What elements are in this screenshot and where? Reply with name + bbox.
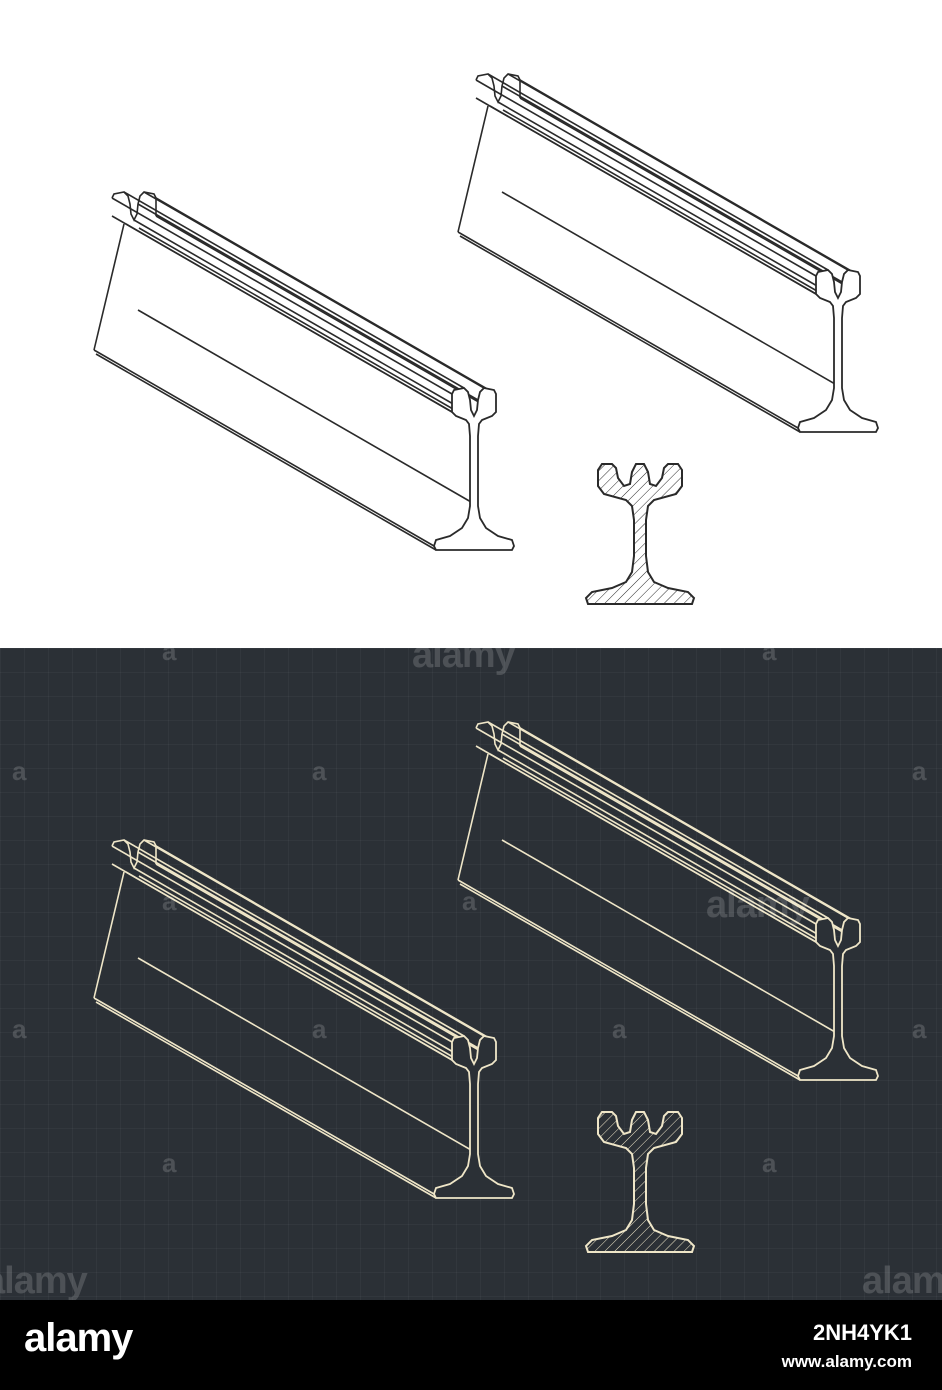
rail-edge-line [95, 1001, 437, 1199]
rail-edge-line [519, 97, 861, 295]
rail-edge-line [93, 349, 435, 547]
rail-edge-line [497, 749, 839, 947]
rail-edge-line [93, 997, 435, 1195]
watermark-letter: a [162, 648, 177, 666]
watermark-letter: a [612, 1014, 627, 1044]
rail-edge-line [502, 757, 844, 955]
watermark-letter: a [162, 886, 177, 916]
rail-edge-line [123, 191, 465, 389]
rail-cross-section [584, 1111, 696, 1253]
watermark-letter: a [312, 1014, 327, 1044]
rail-edge-line [501, 839, 843, 1037]
watermark-letter: a [12, 756, 27, 786]
rail-edge-line [487, 73, 829, 271]
light-drawing-panel [0, 0, 942, 648]
rail-edge-line [155, 197, 497, 395]
footer-logo: alamy [24, 1316, 133, 1360]
dark-blueprint-panel: alamy alamy alamy alamy a a a a a a a a … [0, 648, 942, 1300]
rail-edge-line [111, 215, 453, 413]
rail-edge-line [501, 733, 843, 931]
rail-edge-line [137, 851, 479, 1049]
rail-edge-line [138, 875, 480, 1073]
rail-edge-line [137, 957, 479, 1155]
rail-edge-line [519, 745, 861, 943]
rail-edge-line [475, 79, 817, 277]
watermark-letter: a [912, 1014, 927, 1044]
rail-edge-line [502, 109, 844, 307]
rail-edge-line [133, 219, 475, 417]
rail-edge-line [459, 883, 801, 1081]
rail-edge-line [459, 235, 801, 433]
rail-edge-line [138, 227, 480, 425]
rail-edge-line [457, 879, 799, 1077]
light-rail-drawing [93, 73, 879, 605]
rail-edge-line [487, 721, 829, 919]
rail-edge-line [457, 231, 799, 429]
rail-edge-line [155, 215, 497, 413]
rail-edge-line [155, 863, 497, 1061]
watermark-letter: a [912, 756, 927, 786]
rail-edge-line [475, 97, 817, 295]
watermark-text: alamy [862, 1260, 942, 1300]
rail-edge-line [133, 867, 475, 1065]
rail-edge-line [137, 309, 479, 507]
rail-base-edge [457, 753, 489, 881]
rail-base-edge [93, 871, 125, 999]
rail-front-face [797, 917, 879, 1081]
watermark-letter: a [312, 756, 327, 786]
rail-base-edge [93, 223, 125, 351]
rail-edge-line [475, 745, 817, 943]
site-url: www.alamy.com [781, 1352, 912, 1371]
rail-edge-line [519, 79, 861, 277]
rail-back-outline [475, 73, 521, 104]
rail-front-face [433, 1035, 515, 1199]
image-id: 2NH4YK1 [812, 1320, 912, 1345]
rail-edge-line [95, 353, 437, 551]
rail-edge-line [111, 863, 453, 1061]
rail-edge-line [155, 845, 497, 1043]
rail-edge-line [137, 203, 479, 401]
rail-back-outline [111, 191, 157, 222]
watermark-text: alamy [706, 884, 810, 926]
watermark-letter: a [462, 886, 477, 916]
watermark-text: alamy [412, 648, 516, 676]
rail-edge-line [497, 101, 839, 299]
rail-edge-line [123, 839, 465, 1037]
rail-edge-line [111, 197, 453, 395]
watermark-letter: a [12, 1014, 27, 1044]
rail-front-face [797, 269, 879, 433]
rail-back-outline [111, 839, 157, 870]
rail-cross-section [584, 463, 696, 605]
rail-edge-line [475, 727, 817, 925]
rail-edge-line [519, 727, 861, 925]
rail-base-edge [457, 105, 489, 233]
footer-bar: alamy 2NH4YK1 www.alamy.com [0, 1300, 942, 1390]
dark-rail-drawing [93, 721, 879, 1253]
rail-edge-line [501, 191, 843, 389]
rail-back-outline [475, 721, 521, 752]
rail-edge-line [111, 845, 453, 1043]
watermark-letter: a [762, 648, 777, 666]
rail-edge-line [501, 85, 843, 283]
watermark-text: alamy [0, 1260, 88, 1300]
watermark-letter: a [762, 1148, 777, 1178]
rail-front-face [433, 387, 515, 551]
watermark-letter: a [162, 1148, 177, 1178]
